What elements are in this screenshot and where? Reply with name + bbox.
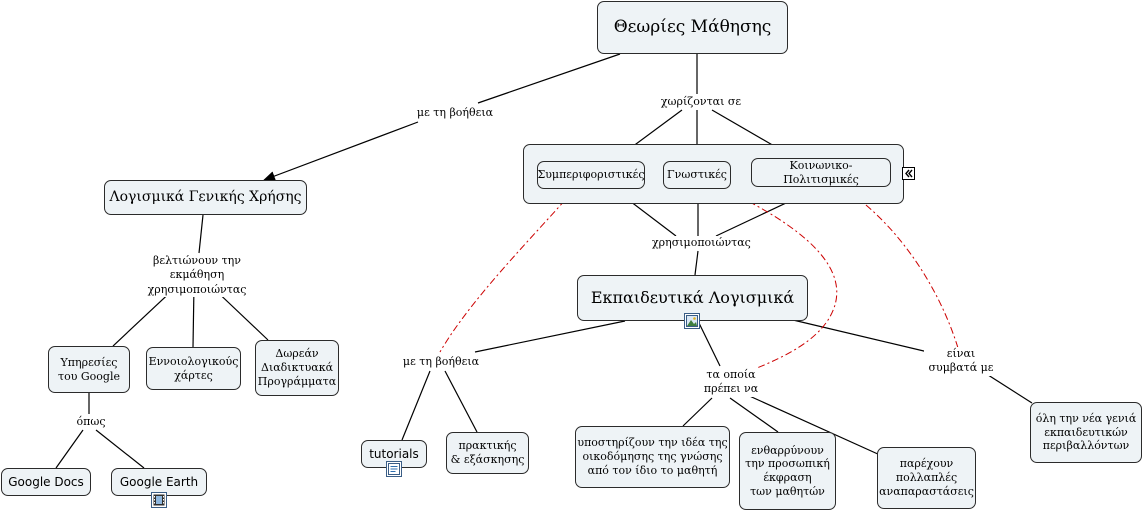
link-such-to-docs (55, 429, 84, 469)
node-educational-software[interactable]: Εκπαιδευτικά Λογισμικά (577, 275, 808, 321)
film-icon[interactable] (151, 492, 167, 508)
link-using-to-educational (694, 250, 699, 276)
link-educational-to-compatible (792, 319, 929, 353)
node-google-services[interactable]: Υπηρεσίες του Google (48, 346, 130, 393)
main-concept-title[interactable]: Θεωρίες Μάθησης (597, 1, 788, 54)
label-with-help-educational: με τη βοήθεια (398, 355, 484, 370)
label-with-help-general: με τη βοήθεια (412, 106, 498, 121)
label-improve-learning: βελτιώνουν την εκμάθηση χρησιμοποιώντας (124, 254, 270, 297)
label-which-must: τα οποία πρέπει να (694, 368, 768, 397)
link-general-to-improve (198, 214, 204, 254)
node-concept-maps[interactable]: Εννοιολογικούς χάρτες (146, 347, 241, 390)
label-divided-into: χωρίζονται σε (655, 95, 747, 110)
cross-link-cognitive-to-must (721, 187, 838, 371)
link-help-to-general (263, 121, 419, 181)
link-help2-to-practice (444, 370, 478, 433)
node-practice[interactable]: πρακτικής & εξάσκησης (446, 432, 529, 474)
link-educational-to-must (697, 320, 721, 367)
link-such-to-earth (95, 429, 145, 469)
node-free-online-programs[interactable]: Δωρεάν Διαδικτυακά Προγράμματα (255, 340, 339, 396)
link-educational-to-help2 (474, 320, 626, 353)
link-compatible-to-environments (984, 372, 1033, 404)
label-such-as: όπως (73, 415, 109, 430)
node-behavioral[interactable]: Συμπεριφοριστικές (537, 161, 645, 189)
node-representations[interactable]: παρέχουν πολλαπλές αναπαραστάσεις (877, 447, 976, 509)
node-google-docs[interactable]: Google Docs (1, 468, 91, 496)
link-must-to-support (682, 397, 713, 427)
node-cognitive[interactable]: Γνωστικές (663, 161, 731, 189)
node-socio-cultural[interactable]: Κοινωνικο-Πολιτισμικές (751, 158, 891, 187)
cross-link-behavioral-to-help (439, 188, 576, 353)
link-title-to-help (477, 53, 621, 104)
node-google-earth[interactable]: Google Earth (111, 468, 207, 496)
label-compatible-with: είναι συμβατά με (924, 347, 998, 376)
node-general-software[interactable]: Λογισμικά Γενικής Χρήσης (104, 180, 307, 215)
link-help2-to-tutorials (401, 370, 431, 441)
node-encourage[interactable]: ενθαρρύνουν την προσωπική έκφραση των μα… (739, 432, 836, 510)
node-support-idea[interactable]: υποστηρίζουν την ιδέα της οικοδόμησης τη… (575, 426, 730, 488)
node-environments[interactable]: όλη την νέα γενιά εκπαιδευτικών περιβαλλ… (1030, 402, 1142, 463)
link-must-to-represent (744, 393, 881, 456)
link-must-to-encourage (729, 397, 779, 433)
label-using: χρησιμοποιώντας (650, 236, 751, 251)
cross-link-socio-to-compatible (841, 186, 959, 349)
double-chevron-left-icon[interactable] (902, 167, 915, 180)
document-icon[interactable] (386, 461, 402, 477)
image-icon[interactable] (684, 313, 700, 329)
